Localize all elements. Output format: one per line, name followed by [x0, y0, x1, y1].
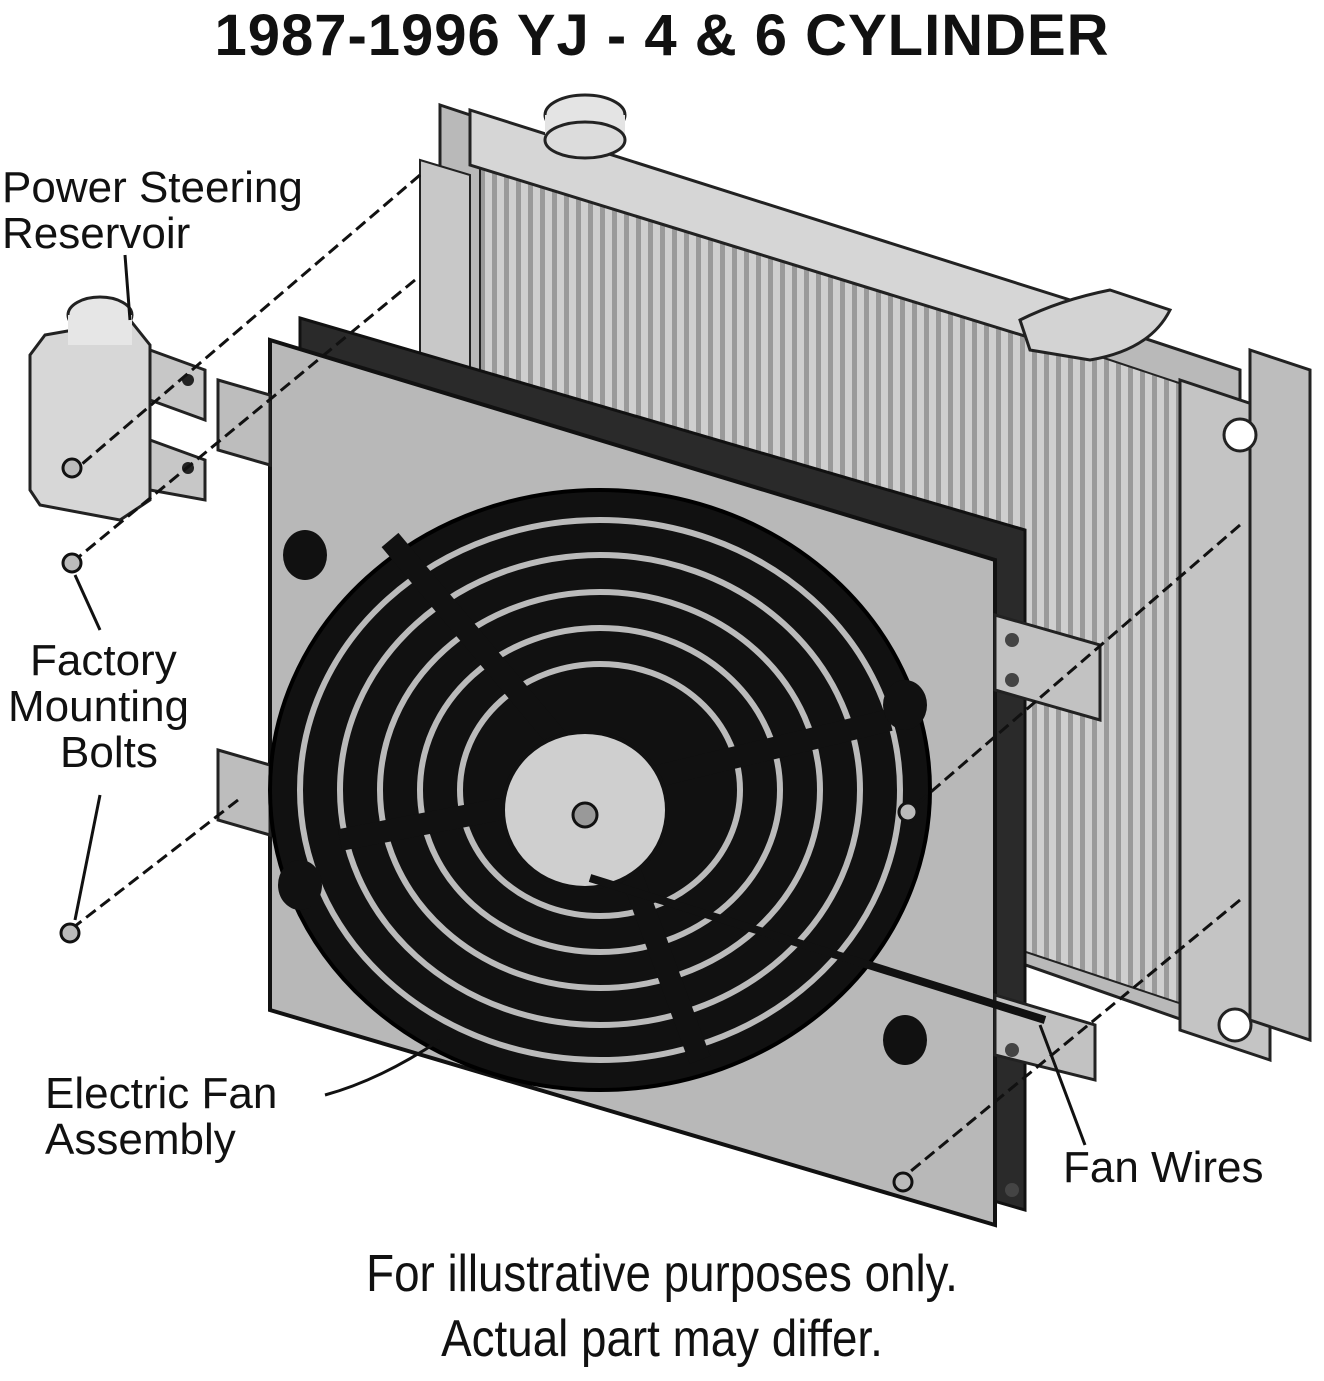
label-fan-assembly-line1: Electric Fan: [45, 1069, 278, 1118]
label-mounting-line2: Mounting: [8, 682, 190, 731]
bolt-icon: [61, 457, 83, 479]
label-power-steering-line1: Power Steering: [2, 163, 303, 212]
bolt-icon: [892, 1171, 914, 1193]
electric-fan: [268, 488, 932, 1092]
mounting-bolts: [59, 457, 919, 1193]
radiator-outlet: [1018, 288, 1173, 362]
bolt-icon: [59, 922, 81, 944]
bolt-icon: [897, 801, 919, 823]
label-fan-wires: Fan Wires: [1063, 1143, 1264, 1192]
fan-wires-drawing: [588, 874, 1047, 1024]
bolt-paths: [69, 173, 1241, 1182]
footer-line1: For illustrative purposes only.: [366, 1245, 958, 1303]
label-mounting-line1: Factory: [30, 636, 177, 685]
label-power-steering-line2: Reservoir: [2, 209, 191, 258]
footer-line2: Actual part may differ.: [441, 1310, 883, 1368]
leader-lines: [73, 254, 1087, 1146]
power-steering-reservoir: [28, 295, 207, 522]
bolt-icon: [61, 552, 83, 574]
page-title: 1987-1996 YJ - 4 & 6 CYLINDER: [214, 3, 1110, 68]
label-fan-assembly-line2: Assembly: [45, 1115, 236, 1164]
label-mounting-line3: Bolts: [60, 728, 158, 777]
